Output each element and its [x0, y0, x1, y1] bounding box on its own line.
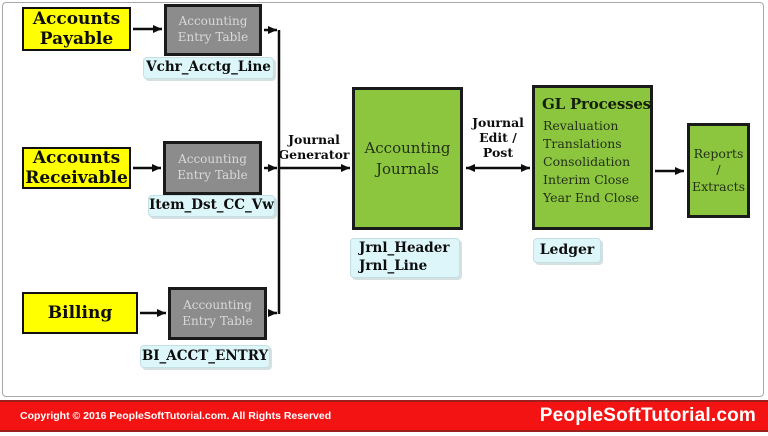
node-accounting-journals: Accounting Journals — [352, 87, 463, 230]
footer-bar: Copyright © 2016 PeopleSoftTutorial.com.… — [0, 400, 768, 432]
arrow-label-journal-generator: Journal Generator — [278, 132, 350, 162]
node-billing: Billing — [22, 292, 138, 334]
record-line: Jrnl_Header — [359, 240, 450, 257]
record-tag-item-dst-cc-vw: Item_Dst_CC_Vw — [148, 195, 275, 217]
copyright-text: Copyright © 2016 PeopleSoftTutorial.com.… — [20, 410, 332, 422]
node-reports-extracts: Reports / Extracts — [687, 123, 750, 218]
node-gl-processes: GL Processes Revaluation Translations Co… — [532, 85, 653, 230]
arrow-label-line: Journal — [472, 115, 524, 130]
node-label: Accounting Entry Table — [182, 297, 253, 328]
gl-process-item: Consolidation — [543, 154, 631, 169]
node-entry-table-billing: Accounting Entry Table — [168, 287, 267, 340]
record-tag-ledger: Ledger — [533, 238, 601, 263]
node-accounts-receivable: Accounts Receivable — [22, 147, 131, 189]
brand-text: PeopleSoftTutorial.com — [539, 405, 756, 426]
arrow-label-line: Post — [482, 144, 514, 160]
arrow-label-line: Edit / — [479, 129, 517, 145]
node-accounts-payable: Accounts Payable — [22, 7, 131, 51]
record-tag-bi-acct-entry: BI_ACCT_ENTRY — [140, 345, 270, 368]
node-entry-table-ap: Accounting Entry Table — [164, 4, 262, 56]
node-label: Accounting Journals — [364, 139, 451, 178]
record-name: Item_Dst_CC_Vw — [149, 197, 274, 214]
gl-process-item: Interim Close — [543, 172, 630, 187]
arrow-label-journal-edit-post: Journal Edit / Post — [466, 115, 530, 160]
record-name: BI_ACCT_ENTRY — [141, 347, 269, 364]
node-label: Billing — [47, 302, 113, 323]
record-name: Jrnl_Header Jrnl_Line — [359, 240, 449, 275]
node-label: Accounting Entry Table — [177, 152, 248, 182]
record-name: Ledger — [539, 242, 595, 259]
node-label: Reports / Extracts — [691, 146, 746, 194]
node-label: Accounts Receivable — [25, 147, 128, 188]
node-entry-table-ar: Accounting Entry Table — [163, 141, 262, 195]
record-line: Jrnl_Line — [359, 258, 428, 274]
gl-process-item: Revaluation — [543, 118, 619, 133]
gl-process-item: Translations — [543, 136, 622, 151]
node-label: Accounts Payable — [32, 8, 121, 49]
record-name: Vchr_Acctg_Line — [146, 59, 271, 76]
gl-processes-title: GL Processes — [542, 95, 651, 113]
gl-process-item: Year End Close — [543, 190, 640, 205]
node-label: Accounting Entry Table — [177, 14, 249, 44]
record-tag-jrnl: Jrnl_Header Jrnl_Line — [350, 238, 460, 278]
record-tag-vchr-acctg-line: Vchr_Acctg_Line — [143, 57, 274, 79]
